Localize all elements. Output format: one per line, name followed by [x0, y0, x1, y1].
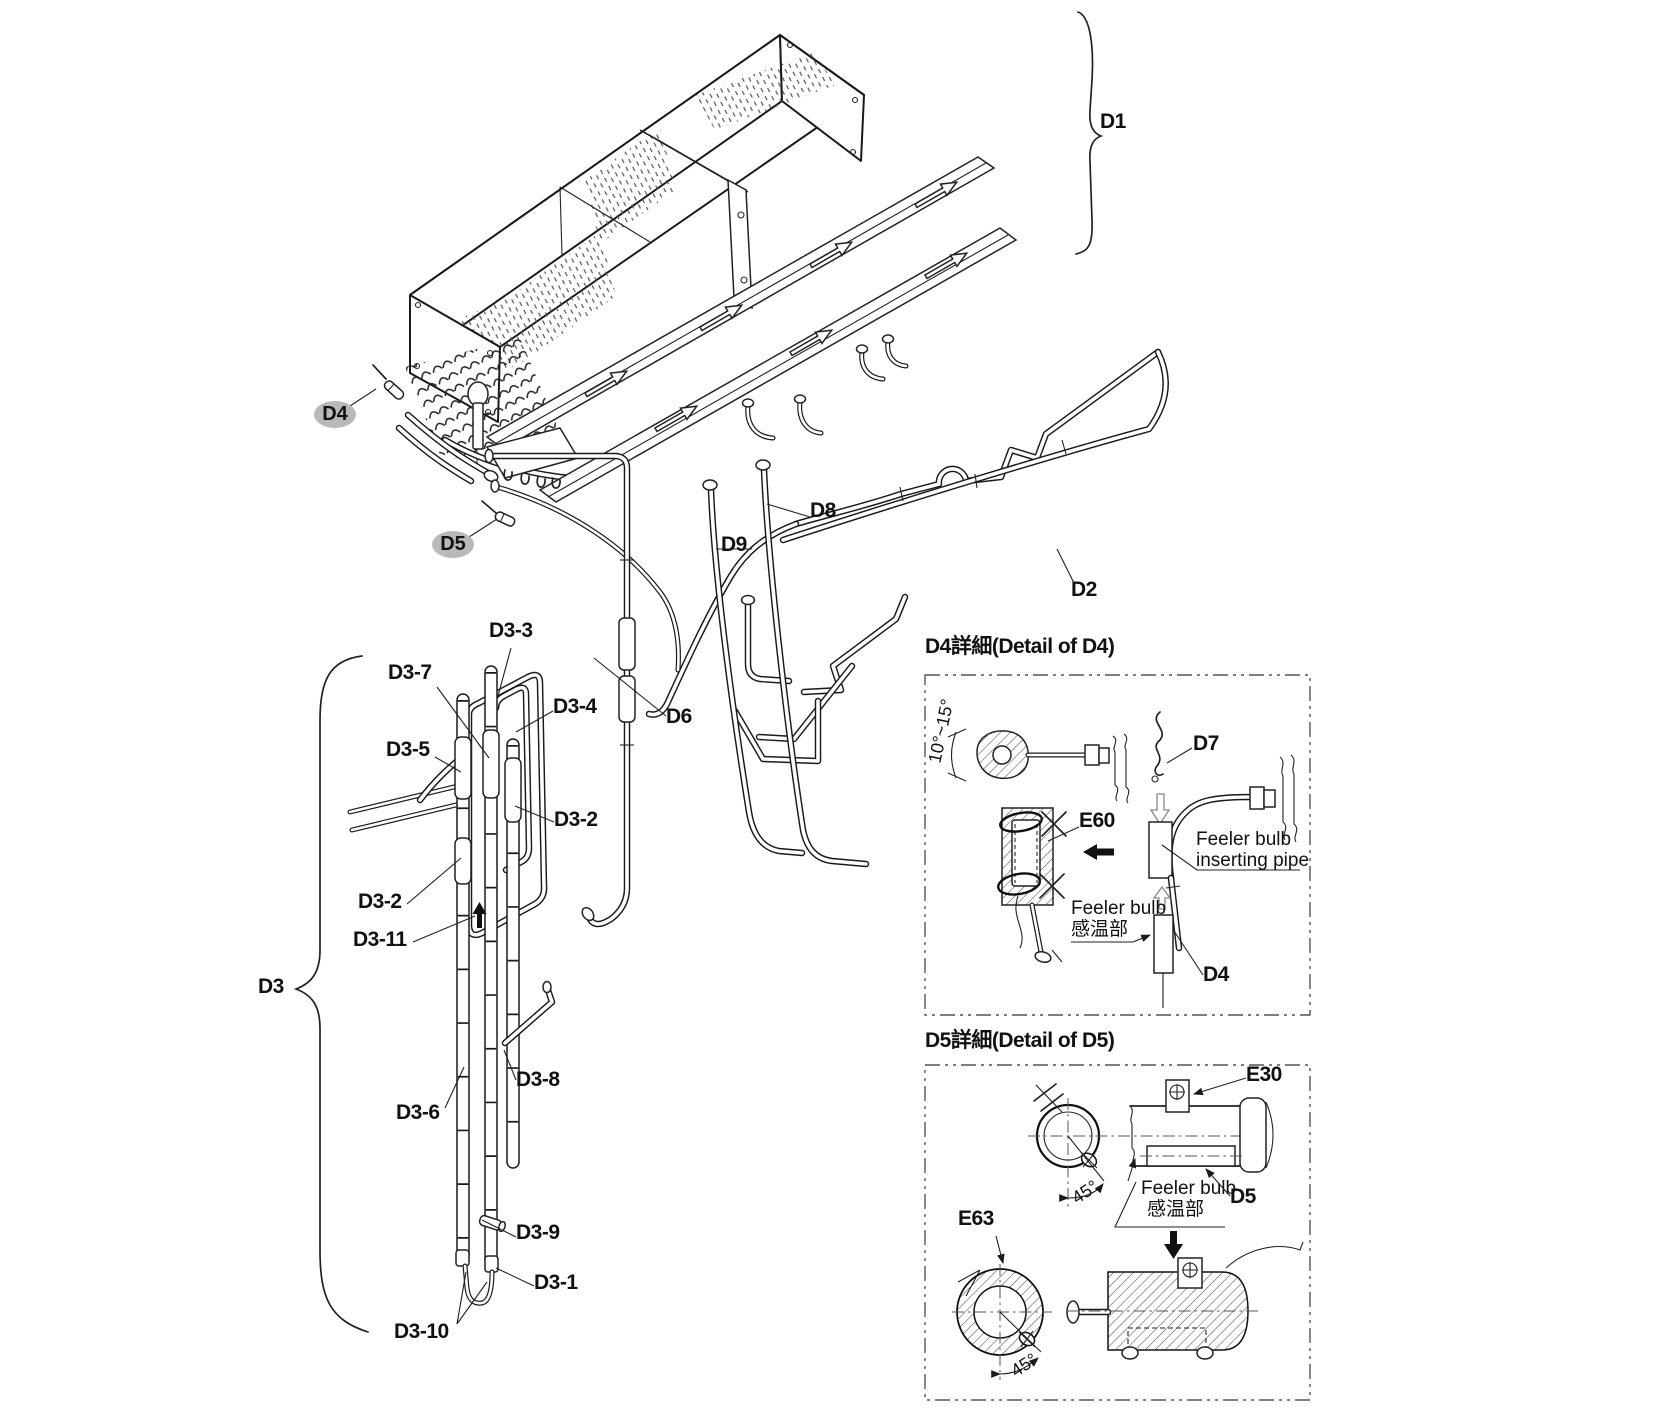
label-d3-9: D3-9 [516, 1221, 560, 1244]
label-d9: D9 [721, 533, 747, 556]
label-d3-10: D3-10 [394, 1320, 449, 1343]
label-d3-2-right: D3-2 [554, 808, 598, 831]
d4-angle-range: 10°~15° [924, 697, 958, 765]
rail-clips [583, 181, 969, 433]
callout-d4: D4 [314, 401, 356, 428]
label-e30: E30 [1246, 1063, 1282, 1086]
d4-screw-pin [372, 364, 405, 400]
label-d8: D8 [810, 499, 836, 522]
arrow-down-outline-icon [1149, 793, 1171, 826]
label-d6: D6 [666, 705, 692, 728]
label-d3-6: D3-6 [396, 1101, 440, 1124]
label-e63: E63 [958, 1207, 994, 1230]
label-d2: D2 [1071, 578, 1097, 601]
d7-clip [1154, 711, 1164, 777]
d4-inserting-pipe-line1: Feeler bulb [1196, 829, 1292, 850]
d4-detail-title: D4詳細(Detail of D4) [925, 635, 1115, 658]
label-d3-7: D3-7 [388, 661, 432, 684]
d5-angle-top: 45° [1068, 1176, 1102, 1208]
d5-feeler-bulb-jp: 感温部 [1147, 1199, 1205, 1220]
label-d3-11: D3-11 [353, 928, 407, 951]
label-d3-2-left: D3-2 [358, 890, 402, 913]
label-d3-1: D3-1 [534, 1271, 578, 1294]
label-d3: D3 [258, 975, 284, 998]
d5-detail-drawing [924, 1064, 1311, 1401]
sensor-probe [467, 381, 489, 469]
arrow-up-icon [472, 902, 487, 928]
pipe-d8 [755, 459, 866, 864]
label-d5-in-detail: D5 [1230, 1185, 1256, 1208]
d4-feeler-bulb-en: Feeler bulb [1071, 898, 1167, 919]
d5-feeler-bulb-en: Feeler bulb [1141, 1178, 1237, 1199]
d3-brace [293, 655, 369, 1333]
label-d3-5: D3-5 [386, 738, 430, 761]
d4-detail-drawing [924, 674, 1311, 1016]
callout-d5: D5 [432, 531, 474, 558]
d4-feeler-bulb-jp: 感温部 [1071, 919, 1129, 940]
label-d4-in-detail: D4 [1203, 963, 1229, 986]
arrow-up-outline-icon [1152, 885, 1172, 910]
label-d7: D7 [1193, 732, 1219, 755]
arrow-down-icon [1164, 1231, 1183, 1259]
pipe-d2 [649, 352, 1166, 715]
d4-inserting-pipe-line2: inserting pipe [1196, 850, 1310, 871]
label-d3-4: D3-4 [553, 695, 597, 718]
label-e60: E60 [1079, 809, 1115, 832]
drain-pipes [490, 479, 905, 761]
evaporator-unit [399, 34, 865, 483]
pipe-d9 [702, 479, 802, 853]
label-d3-3: D3-3 [489, 619, 533, 642]
label-d1: D1 [1100, 110, 1126, 133]
leader-lines [349, 388, 1076, 1325]
d5-detail-title: D5詳細(Detail of D5) [925, 1029, 1115, 1052]
d5-screw-pin [481, 500, 516, 527]
d3-pipe-assembly [350, 672, 552, 1303]
d5-angle-bottom: 45° [1007, 1349, 1041, 1381]
arrow-left-icon [1083, 844, 1114, 860]
label-d3-8: D3-8 [516, 1068, 560, 1091]
d1-brace [1075, 11, 1104, 255]
